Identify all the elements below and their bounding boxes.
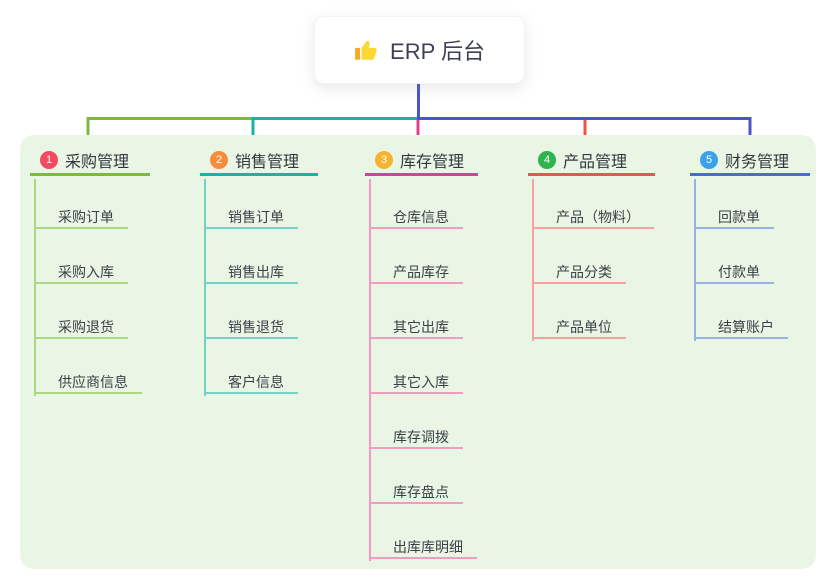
root-label: ERP 后台 [390,39,485,64]
child-node[interactable]: 产品分类 [532,260,626,284]
child-node[interactable]: 采购订单 [34,205,128,229]
child-node[interactable]: 采购入库 [34,260,128,284]
branch-label: 库存管理 [400,153,465,171]
branch-connector-line [532,179,534,341]
child-node[interactable]: 销售退货 [204,315,298,339]
child-node[interactable]: 采购退货 [34,315,128,339]
root-node[interactable]: ERP 后台 [314,16,525,84]
child-node[interactable]: 库存调拨 [369,425,463,449]
branch-node-5[interactable]: 5 财务管理 [690,146,810,176]
child-node[interactable]: 其它出库 [369,315,463,339]
branch-connector-line [34,179,36,396]
child-node[interactable]: 库存盘点 [369,480,463,504]
branch-index-badge: 1 [40,150,58,169]
branch-connector-line [694,179,696,341]
child-node[interactable]: 客户信息 [204,370,298,394]
child-node[interactable]: 出库库明细 [369,535,477,559]
child-node[interactable]: 销售出库 [204,260,298,284]
branch-label: 销售管理 [235,153,300,171]
branch-label: 财务管理 [725,153,790,171]
branch-connector-line [204,179,206,396]
branch-node-2[interactable]: 2 销售管理 [200,146,318,176]
branch-index-badge: 4 [538,150,556,169]
child-node[interactable]: 产品（物料） [532,205,654,229]
child-node[interactable]: 供应商信息 [34,370,142,394]
child-node[interactable]: 结算账户 [694,315,788,339]
child-node[interactable]: 回款单 [694,205,774,229]
child-node[interactable]: 其它入库 [369,370,463,394]
branch-node-1[interactable]: 1 采购管理 [30,146,150,176]
child-node[interactable]: 产品单位 [532,315,626,339]
branch-connector-line [369,179,371,561]
branch-label: 采购管理 [65,153,130,171]
branch-node-3[interactable]: 3 库存管理 [365,146,478,176]
child-node[interactable]: 仓库信息 [369,205,463,229]
child-node[interactable]: 销售订单 [204,205,298,229]
branch-index-badge: 3 [375,150,393,169]
branch-index-badge: 5 [700,150,718,169]
thumbs-up-icon [354,37,380,63]
child-node[interactable]: 付款单 [694,260,774,284]
branches-panel [20,135,816,569]
branch-index-badge: 2 [210,150,228,169]
child-node[interactable]: 产品库存 [369,260,463,284]
branch-node-4[interactable]: 4 产品管理 [528,146,655,176]
branch-label: 产品管理 [563,153,628,171]
